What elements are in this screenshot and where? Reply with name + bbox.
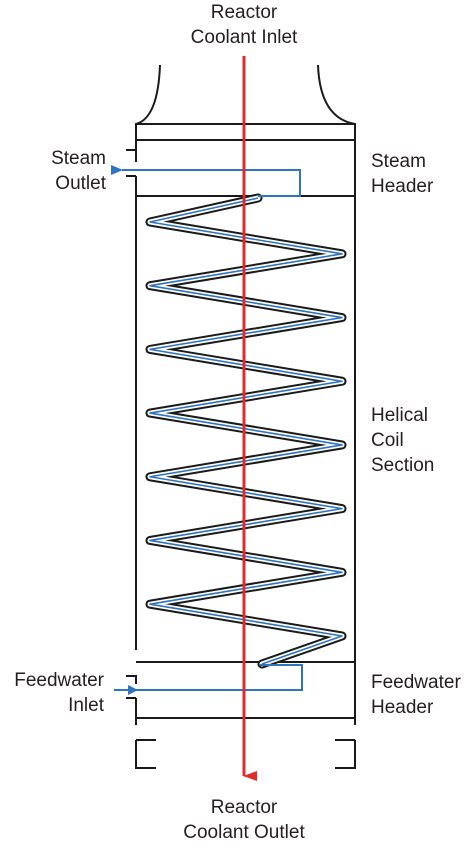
steam-header-label: Steam Header — [371, 149, 433, 199]
helical-coil-line-2: Coil — [371, 430, 404, 451]
reactor-coolant-inlet-label: Reactor Coolant Inlet — [144, 0, 344, 50]
steam-header-line-1: Steam — [371, 151, 426, 172]
steam-outlet-line-2: Outlet — [55, 173, 106, 194]
coil-tube-interior — [147, 195, 345, 667]
vessel-left-wall — [126, 149, 137, 650]
feedwater-arrowhead — [128, 685, 138, 695]
vessel-bottom-right-bracket — [335, 739, 356, 769]
helical-coil-section-label: Helical Coil Section — [371, 403, 434, 478]
reactor-inlet-line-2: Coolant Inlet — [190, 27, 298, 48]
reactor-outlet-line-2: Coolant Outlet — [183, 822, 305, 843]
helical-coil-line-1: Helical — [371, 405, 429, 426]
coil-water-flow-line — [149, 197, 343, 665]
vessel-left-neck — [135, 64, 161, 150]
feedwater-inlet-line-1: Feedwater — [14, 670, 104, 691]
reactor-outlet-line-1: Reactor — [210, 797, 278, 818]
feedwater-inlet-line-2: Inlet — [68, 695, 104, 716]
steam-header-line-2: Header — [371, 176, 434, 197]
steam-outlet-label: Steam Outlet — [14, 146, 106, 196]
feedwater-flow-line — [114, 664, 303, 691]
helical-coil-line-3: Section — [371, 455, 435, 476]
helical-coil — [145, 193, 347, 669]
feedwater-header-label: Feedwater Header — [371, 670, 461, 720]
reactor-inlet-line-1: Reactor — [210, 2, 278, 23]
reactor-coolant-outlet-label: Reactor Coolant Outlet — [144, 795, 344, 845]
vessel-bottom-left-bracket — [135, 739, 156, 769]
steam-flow-line — [111, 165, 301, 197]
feedwater-inlet-label: Feedwater Inlet — [0, 668, 104, 718]
steam-outlet-line-1: Steam — [51, 148, 106, 169]
vessel-shell — [126, 64, 356, 769]
feedwater-header-line-2: Header — [371, 697, 434, 718]
feedwater-header-line-1: Feedwater — [371, 672, 461, 693]
vessel-left-lower-wall — [126, 675, 137, 725]
